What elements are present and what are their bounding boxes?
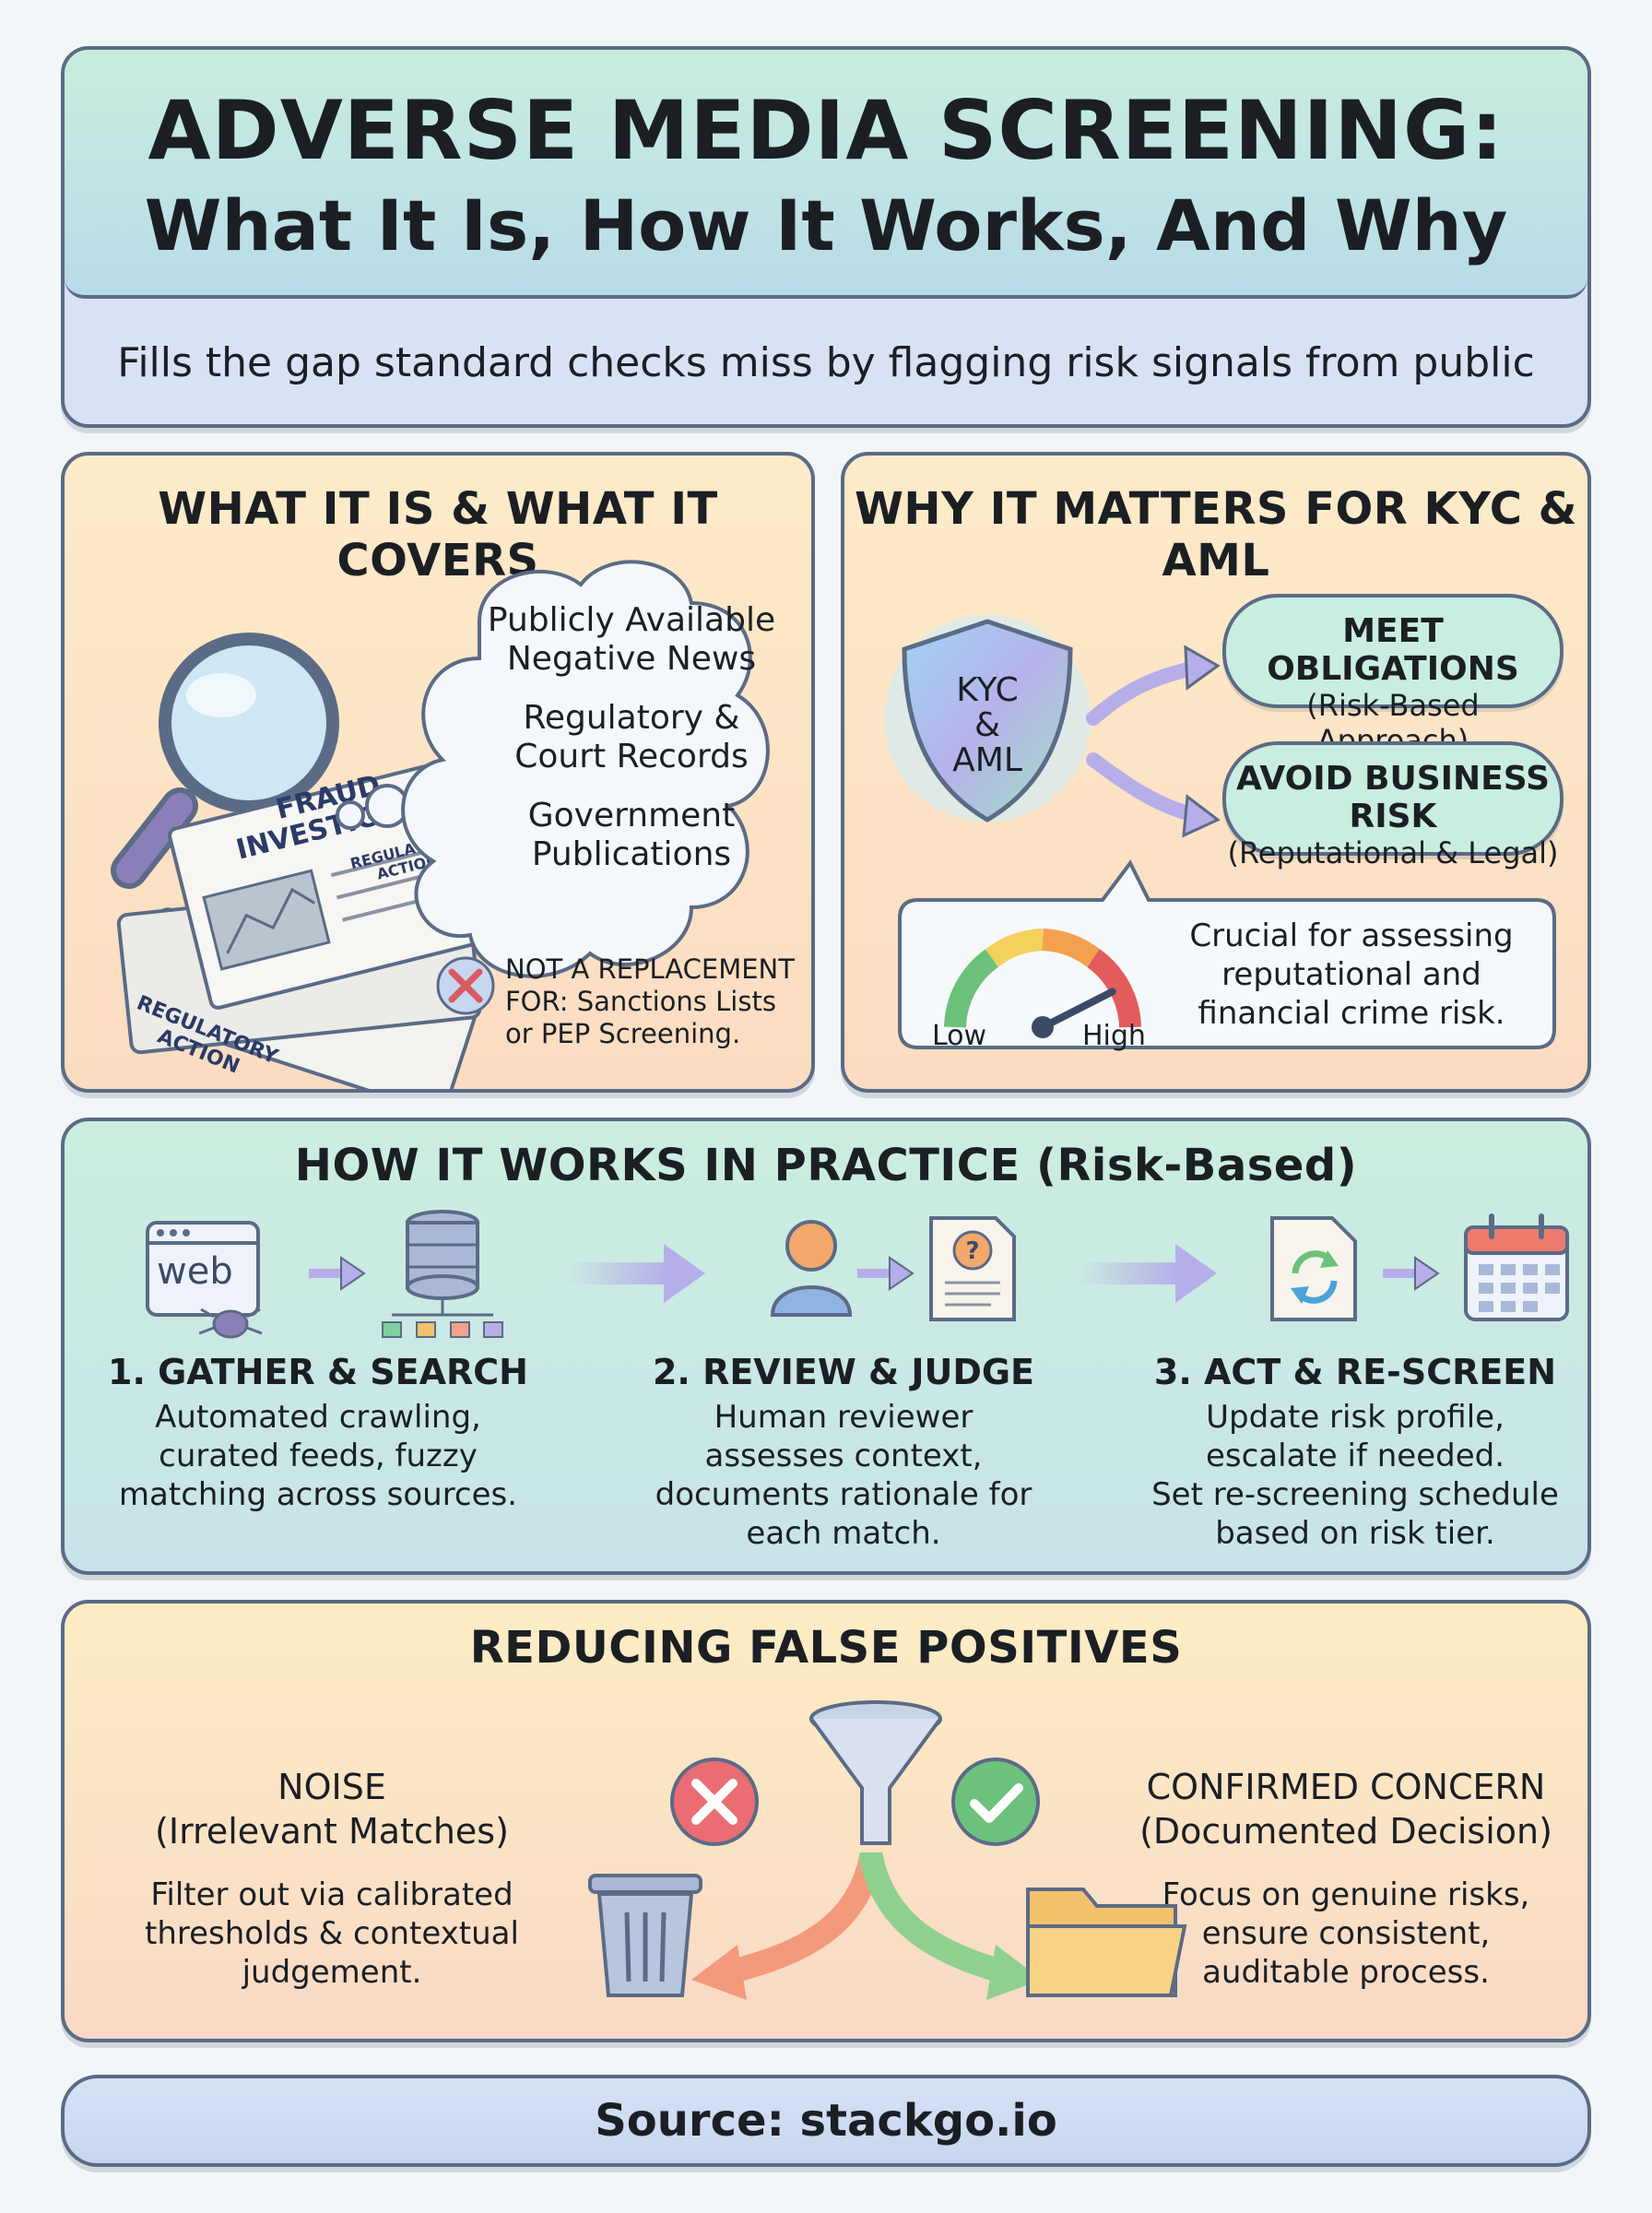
approve-icon	[951, 1757, 1040, 1846]
step-1-desc: Automated crawling, curated feeds, fuzzy…	[118, 1399, 518, 1513]
gauge-high-label: High	[1082, 1020, 1146, 1052]
web-label: web	[157, 1250, 233, 1293]
concern-heading: CONFIRMED CONCERN (Documented Decision)	[1139, 1767, 1552, 1852]
x-icon	[436, 956, 495, 1015]
not-replacement-note: NOT A REPLACEMENT FOR: Sanctions Lists o…	[505, 953, 795, 1049]
step-3-title: 3. ACT & RE-SCREEN	[1153, 1352, 1557, 1392]
small-arrow-icon	[1383, 1256, 1440, 1291]
gauge-needle	[1039, 988, 1116, 1031]
meet-obligations-label: MEET OBLIGATIONS	[1267, 612, 1519, 688]
database-icon	[382, 1210, 503, 1338]
how-section-title: HOW IT WORKS IN PRACTICE (Risk-Based)	[294, 1140, 1358, 1191]
noise-heading: NOISE (Irrelevant Matches)	[155, 1767, 509, 1852]
page-title: ADVERSE MEDIA SCREENING:	[148, 83, 1504, 178]
avoid-business-risk-sub: (Reputational & Legal)	[1227, 835, 1559, 870]
why-it-matters-panel: WHY IT MATTERS FOR KYC & AML KYC & AML M…	[841, 452, 1591, 1093]
newspaper-stack-icon	[116, 761, 490, 1089]
what-it-is-panel: WHAT IT IS & WHAT IT COVERS FRAUD INVEST…	[61, 452, 815, 1093]
page-subtitle: What It Is, How It Works, And Why	[144, 184, 1508, 267]
how-it-works-panel: HOW IT WORKS IN PRACTICE (Risk-Based) we…	[61, 1118, 1591, 1575]
small-arrow-icon	[857, 1256, 914, 1291]
cloud-item-court-records: Regulatory & Court Records	[514, 699, 749, 775]
title-band: ADVERSE MEDIA SCREENING: What It Is, How…	[65, 50, 1587, 299]
tagline: Fills the gap standard checks miss by fl…	[117, 339, 1535, 386]
fp-section-title: REDUCING FALSE POSITIVES	[469, 1622, 1183, 1674]
crucial-text: Crucial for assessing reputational and f…	[1189, 917, 1514, 1032]
avoid-business-risk-pill: AVOID BUSINESS RISK (Reputational & Lega…	[1222, 741, 1564, 870]
cloud-item-negative-news: Publicly Available Negative News	[487, 601, 776, 678]
svg-text:?: ?	[965, 1237, 979, 1265]
step-2-desc: Human reviewer assesses context, documen…	[655, 1399, 1032, 1552]
split-arrows-icon	[691, 1852, 1042, 2000]
meet-obligations-pill: MEET OBLIGATIONS (Risk-Based Approach)	[1222, 594, 1564, 758]
risk-gauge-icon	[944, 929, 1141, 1038]
speech-box	[898, 859, 1556, 1049]
calendar-icon	[1464, 1213, 1569, 1321]
big-arrow-icon	[1079, 1244, 1217, 1303]
thought-cloud	[336, 560, 770, 978]
concern-desc: Focus on genuine risks, ensure consisten…	[1162, 1876, 1530, 1991]
shield-icon	[884, 615, 1091, 822]
small-arrow-icon	[309, 1256, 366, 1291]
noise-desc: Filter out via calibrated thresholds & c…	[145, 1876, 519, 1991]
big-arrow-icon	[567, 1244, 705, 1303]
folder-icon	[1026, 1888, 1187, 1997]
arrows-icon	[1086, 645, 1221, 838]
web-crawler-icon	[146, 1221, 263, 1339]
gauge-low-label: Low	[932, 1020, 987, 1052]
trash-can-icon	[588, 1874, 702, 1997]
shield-label: KYC & AML	[952, 671, 1022, 779]
step-1-title: 1. GATHER & SEARCH	[108, 1352, 528, 1392]
avoid-business-risk-label: AVOID BUSINESS RISK	[1235, 760, 1550, 835]
what-section-title: WHAT IT IS & WHAT IT COVERS	[158, 483, 718, 586]
document-question-icon: ?	[929, 1216, 1016, 1321]
source-footer: Source: stackgo.io	[61, 2075, 1591, 2167]
refresh-document-icon	[1270, 1216, 1357, 1321]
false-positives-panel: REDUCING FALSE POSITIVES NOISE (Irreleva…	[61, 1600, 1591, 2042]
magnifying-glass-icon	[111, 633, 339, 889]
step-3-desc: Update risk profile, escalate if needed.…	[1151, 1399, 1559, 1552]
why-section-title: WHY IT MATTERS FOR KYC & AML	[854, 483, 1577, 586]
header-panel: ADVERSE MEDIA SCREENING: What It Is, How…	[61, 46, 1591, 428]
step-2-title: 2. REVIEW & JUDGE	[652, 1352, 1035, 1392]
funnel-icon	[809, 1700, 942, 1845]
cloud-item-government-publications: Government Publications	[527, 797, 736, 873]
person-icon	[770, 1220, 853, 1317]
reject-icon	[670, 1757, 759, 1846]
